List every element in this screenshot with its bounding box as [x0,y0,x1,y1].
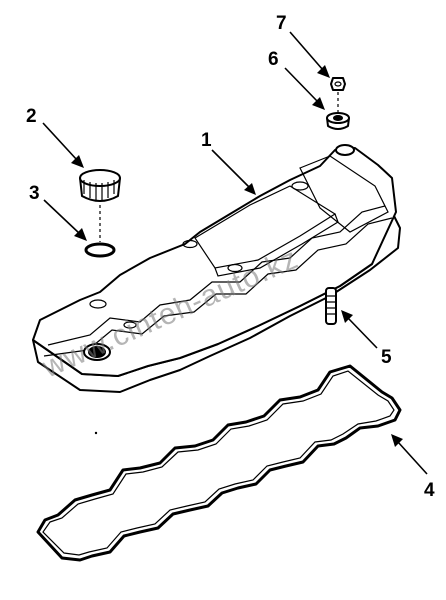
leader-5-arrow [341,310,353,323]
leader-1 [211,149,251,189]
stud [325,287,337,325]
leader-4 [397,441,428,475]
leader-3-arrow [74,228,87,241]
o-ring-seal [84,242,116,258]
leader-2-arrow [71,155,84,168]
callout-7: 7 [276,13,287,34]
callout-1: 1 [201,130,212,151]
leader-7 [289,31,324,71]
oil-filler-cap [79,169,121,202]
stray-mark [94,431,98,435]
leader-4-arrow [391,434,403,447]
leader-1-arrow [244,183,256,195]
leader-5 [347,317,378,349]
callout-4: 4 [424,480,435,501]
leader-3 [43,199,81,235]
nut [330,77,346,91]
valve-cover [32,144,401,393]
leader-6 [284,67,319,103]
callout-5: 5 [381,347,392,368]
callout-3: 3 [29,183,40,204]
valve-cover-gasket [36,364,402,562]
callout-2: 2 [26,106,37,127]
leader-lines [42,31,428,475]
leader-7-arrow [317,65,330,78]
leader-2 [42,122,78,161]
callout-6: 6 [268,49,279,70]
isolator-washer [326,112,350,130]
leader-6-arrow [312,97,325,110]
